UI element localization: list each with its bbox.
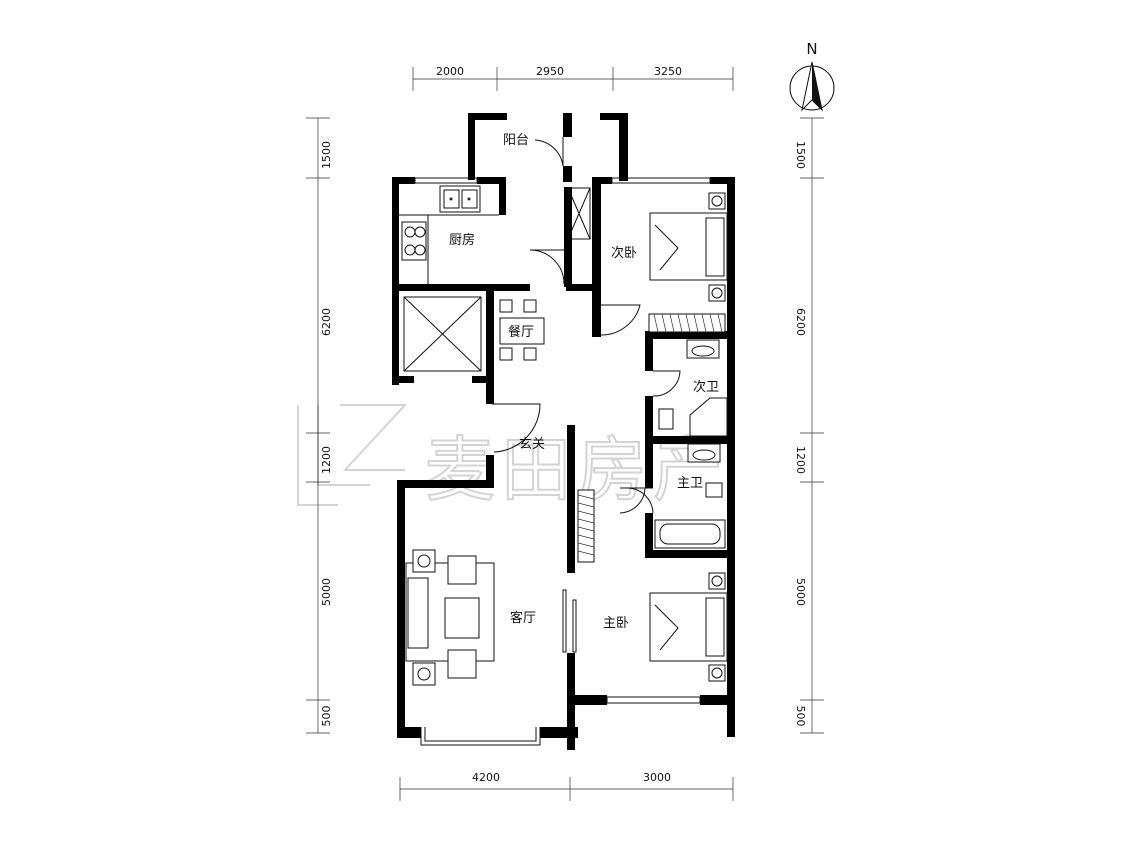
dim-right-1: 1500 — [794, 141, 807, 169]
dim-top-1: 2000 — [436, 65, 464, 78]
compass-north-label: N — [806, 40, 817, 58]
room-label-master-bedroom: 主卧 — [603, 616, 629, 631]
dim-right-2: 6200 — [794, 308, 807, 336]
dim-left-4: 5000 — [320, 578, 333, 606]
room-label-balcony: 阳台 — [503, 133, 529, 148]
dining-table — [499, 299, 545, 361]
master-bedroom-furniture — [649, 572, 728, 682]
dim-top-2: 2950 — [536, 65, 564, 78]
room-labels: 阳台 厨房 餐厅 次卧 次卫 玄关 主卫 客厅 主卧 — [449, 133, 719, 631]
second-bedroom-furniture — [648, 192, 728, 333]
dimension-lines — [306, 67, 824, 801]
room-label-dining: 餐厅 — [508, 324, 534, 340]
dim-left-2: 6200 — [320, 308, 333, 336]
room-label-kitchen: 厨房 — [449, 232, 475, 248]
walls — [392, 113, 735, 750]
room-label-second-bath: 次卫 — [693, 379, 719, 395]
dim-left-1: 1500 — [320, 141, 333, 169]
room-label-second-bedroom: 次卧 — [611, 245, 637, 261]
dim-left-5: 500 — [320, 706, 333, 727]
second-bath-fixtures — [658, 339, 728, 437]
dim-bottom-2: 3000 — [643, 771, 671, 784]
dim-right-4: 5000 — [794, 578, 807, 606]
watermark-logo — [297, 404, 408, 506]
dim-left-3: 1200 — [320, 446, 333, 474]
dim-right-3: 1200 — [794, 446, 807, 474]
elevator-shaft — [403, 187, 591, 372]
master-bath-fixtures — [654, 443, 726, 549]
windows — [414, 177, 711, 746]
room-label-living-room: 客厅 — [510, 610, 536, 626]
dim-top-3: 3250 — [654, 65, 682, 78]
living-room-furniture — [405, 549, 495, 686]
master-wardrobe — [577, 489, 595, 563]
dim-right-5: 500 — [794, 706, 807, 727]
dim-bottom-1: 4200 — [472, 771, 500, 784]
room-label-entrance: 玄关 — [519, 437, 545, 452]
room-label-master-bath: 主卫 — [677, 476, 703, 491]
kitchen-fixtures — [399, 185, 499, 284]
dimension-labels: 2000 2950 3250 4200 3000 1500 6200 1200 … — [320, 65, 807, 784]
doors — [492, 137, 681, 653]
compass: N — [789, 40, 835, 112]
